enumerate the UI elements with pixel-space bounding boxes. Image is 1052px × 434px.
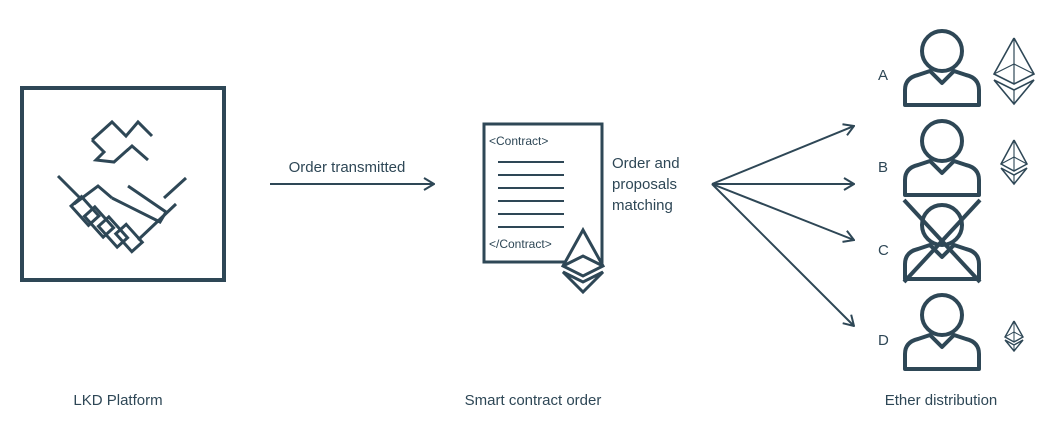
arrow-label: Order transmitted xyxy=(289,159,406,176)
matching-label-line-2: proposals xyxy=(612,176,677,193)
ether-icon-large xyxy=(992,37,1036,106)
arrow-to-a xyxy=(711,126,854,185)
distribution-arrows xyxy=(711,126,854,326)
excluded-cross-icon xyxy=(902,198,982,284)
distribution-label: Ether distribution xyxy=(885,392,998,409)
contract-document: <Contract> </Contract> xyxy=(482,122,604,264)
person-icon-d xyxy=(903,293,981,371)
ether-icon xyxy=(560,226,606,295)
contract-close-tag: </Contract> xyxy=(489,237,552,251)
contract-open-tag: <Contract> xyxy=(489,134,548,148)
ether-icon-small xyxy=(1004,320,1024,353)
person-icon-b xyxy=(903,119,981,197)
person-icon-c xyxy=(903,203,981,281)
recipient-label-a: A xyxy=(878,67,888,84)
ether-icon-medium xyxy=(999,139,1029,186)
platform-box xyxy=(20,86,226,282)
arrow-to-c xyxy=(711,183,854,240)
recipient-label-c: C xyxy=(878,242,889,259)
matching-label-line-1: Order and xyxy=(612,155,680,172)
platform-label: LKD Platform xyxy=(73,392,162,409)
recipient-label-d: D xyxy=(878,332,889,349)
contract-text-lines xyxy=(498,161,564,228)
arrow-to-d xyxy=(711,183,854,326)
contract-label: Smart contract order xyxy=(465,392,602,409)
matching-label-line-3: matching xyxy=(612,197,673,214)
handshake-icon xyxy=(56,119,188,254)
person-icon-a xyxy=(903,29,981,107)
recipient-label-b: B xyxy=(878,159,888,176)
